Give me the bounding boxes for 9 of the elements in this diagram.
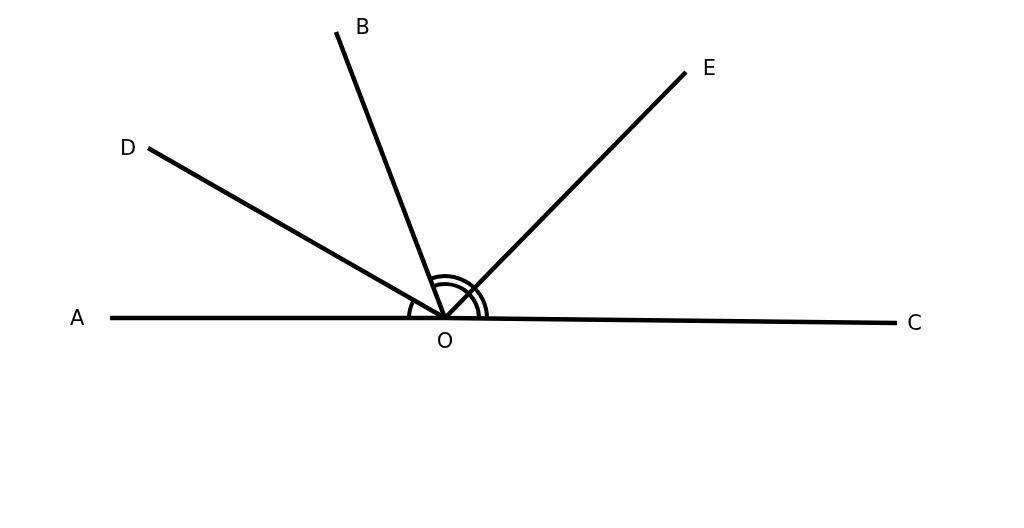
point-label: A (70, 307, 85, 329)
line-segment (110, 315, 445, 321)
line-segment (444, 315, 898, 326)
point-label: E (702, 57, 716, 79)
point-label: B (355, 17, 370, 38)
line-segment (333, 31, 448, 319)
point-label: O (436, 331, 454, 352)
point-label: C (907, 312, 922, 334)
point-label: D (120, 137, 137, 159)
